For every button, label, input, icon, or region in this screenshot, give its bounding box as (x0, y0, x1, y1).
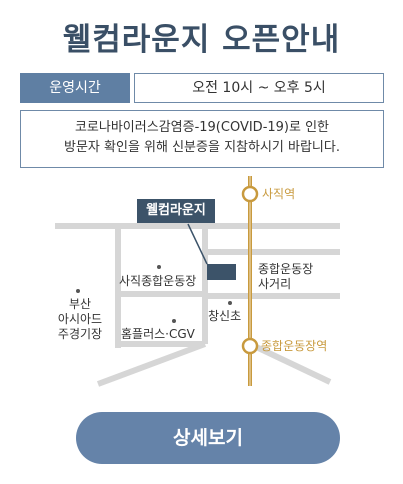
road-diagonal-right (248, 341, 332, 385)
asiad-label-1: 부산 (68, 297, 92, 311)
changshincho-dot (228, 301, 232, 305)
lounge-pointer (187, 223, 208, 265)
station-stadium-icon (241, 337, 259, 355)
station-stadium-label: 종합운동장역 (261, 339, 328, 353)
notice-line-1: 코로나바이러스감염증-19(COVID-19)로 인한 (74, 120, 330, 135)
asiad-label-2: 아시아드 (57, 312, 103, 326)
road-diagonal-left (96, 341, 207, 387)
hours-value: 오전 10시 ~ 오후 5시 (134, 73, 384, 103)
lounge-marker-icon (207, 264, 236, 280)
covid-notice: 코로나바이러스감염증-19(COVID-19)로 인한 방문자 확인을 위해 신… (20, 110, 384, 168)
homeplus-dot (172, 319, 176, 323)
changshincho-label: 창신초 (208, 309, 242, 323)
operating-hours-row: 운영시간 오전 10시 ~ 오후 5시 (20, 73, 384, 103)
asiad-label: 부산 아시아드 주경기장 (54, 297, 106, 342)
intersection-label-1: 종합운동장 (258, 262, 314, 276)
homeplus-label: 홈플러스·CGV (121, 327, 195, 341)
sajik-stadium-dot (157, 265, 161, 269)
intersection-label-2: 사거리 (258, 277, 292, 291)
notice-line-2: 방문자 확인을 위해 신분증을 지참하시기 바랍니다. (64, 140, 340, 155)
detail-button[interactable]: 상세보기 (76, 412, 340, 464)
map-roads (55, 176, 340, 387)
asiad-dot (76, 289, 80, 293)
sajik-stadium-label: 사직종합운동장 (119, 274, 197, 288)
hours-label: 운영시간 (20, 73, 130, 103)
asiad-label-3: 주경기장 (57, 327, 103, 341)
station-sajik-icon (241, 185, 259, 203)
location-map: 사직역 종합운동장역 사직종합운동장 종합운동장 사거리 부산 아시아드 주경기… (0, 176, 403, 396)
page-title: 웰컴라운지 오픈안내 (62, 22, 341, 58)
lounge-tag: 웰컴라운지 (137, 199, 215, 223)
station-sajik-label: 사직역 (262, 187, 296, 201)
